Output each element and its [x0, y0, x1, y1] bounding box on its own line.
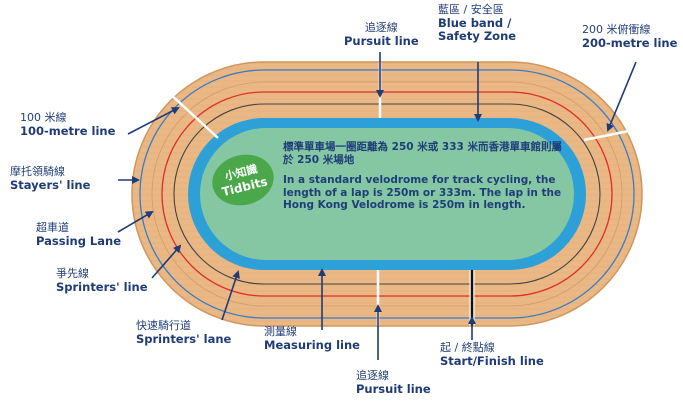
stayers-line — [139, 69, 635, 319]
info-zh: 標準單車場一圈距離為 250 米或 333 米而香港單車館則屬於 250 米場地 — [283, 141, 562, 167]
label-sprinters-lane: 快速騎行道 Sprinters' lane — [136, 319, 232, 346]
infield — [200, 128, 574, 260]
label-blue-band: 藍區 / 安全區 Blue band / Safety Zone — [438, 3, 517, 43]
passing-lane-border — [151, 81, 623, 307]
label-pursuit-top: 追逐線 Pursuit line — [344, 21, 419, 48]
label-stayers: 摩托領騎線 Stayers' line — [10, 165, 91, 192]
hundred-metre-marker — [167, 91, 219, 139]
m100-arrow — [127, 107, 180, 135]
sprinters-line — [161, 91, 613, 297]
label-start-finish: 起 / 終點線 Start/Finish line — [440, 341, 544, 368]
label-200-metre: 200 米俯衝線 200-metre line — [582, 23, 678, 50]
label-pursuit-bottom: 追逐線 Pursuit line — [356, 369, 431, 396]
measuring-line — [173, 103, 601, 285]
two-hundred-metre-marker — [583, 128, 635, 142]
label-passing-lane: 超車道 Passing Lane — [36, 221, 122, 248]
info-en: In a standard velodrome for track cyclin… — [283, 174, 562, 212]
passing-arrow — [117, 210, 154, 233]
m200-arrow — [606, 61, 637, 132]
info-text: 標準單車場一圈距離為 250 米或 333 米而香港單車館則屬於 250 米場地… — [283, 141, 568, 212]
sprinters-lane-arrow — [221, 270, 240, 321]
sprinters-line-arrow — [151, 244, 182, 279]
label-measuring: 測量線 Measuring line — [264, 325, 360, 352]
label-sprinters-line: 爭先線 Sprinters' line — [56, 267, 148, 294]
label-100-metre: 100 米線 100-metre line — [20, 111, 116, 138]
